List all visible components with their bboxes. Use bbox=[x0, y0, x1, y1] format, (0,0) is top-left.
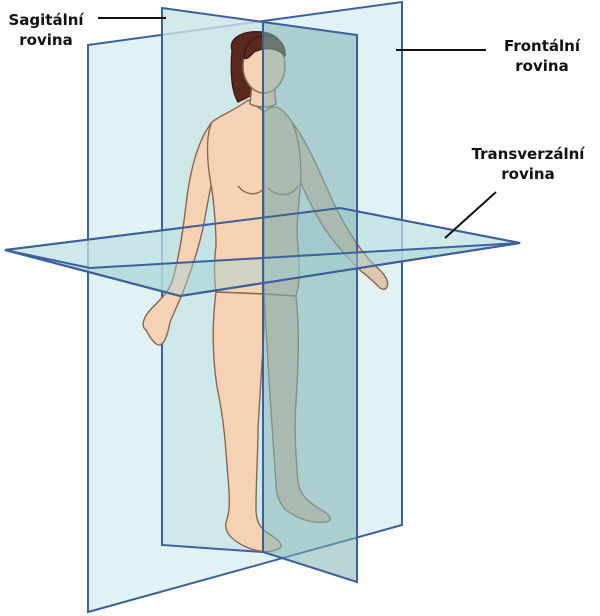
frontal-label-line2: rovina bbox=[515, 57, 569, 75]
sagittal-plane-front bbox=[262, 20, 358, 584]
sagittal-label-line1: Sagitální bbox=[8, 11, 84, 29]
sagittal-label-line2: rovina bbox=[19, 31, 73, 49]
transverse-label-line2: rovina bbox=[501, 165, 555, 183]
transverse-plane-edge bbox=[4, 206, 521, 298]
sagittal-plane-label: Sagitální rovina bbox=[6, 10, 86, 50]
left-arm bbox=[142, 121, 219, 346]
transverse-leader-line bbox=[444, 191, 497, 239]
transverse-plane-label: Transverzální rovina bbox=[460, 144, 596, 184]
frontal-label-line1: Frontální bbox=[504, 37, 580, 55]
transverse-label-line1: Transverzální bbox=[471, 145, 585, 163]
frontal-plane-label: Frontální rovina bbox=[497, 36, 587, 76]
